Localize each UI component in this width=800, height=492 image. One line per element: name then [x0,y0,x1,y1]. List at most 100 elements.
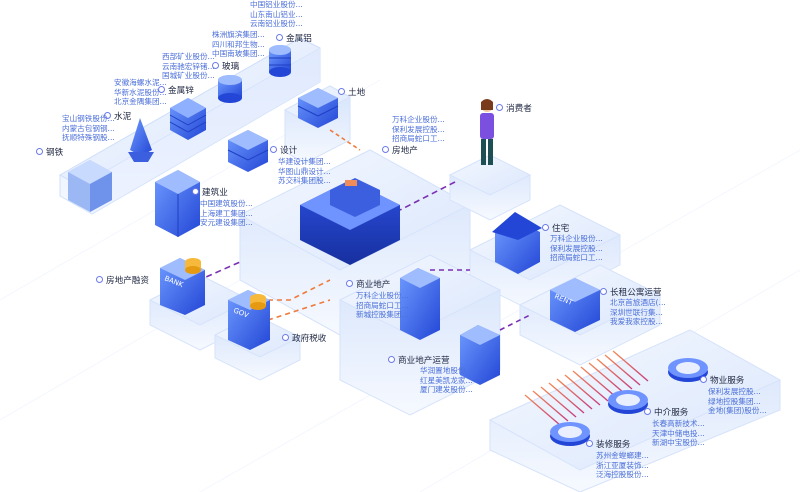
rental-entry: 深圳世联行集... [610,307,663,317]
construction-building [155,170,200,237]
commops-entry: 厦门建发股份... [420,385,473,395]
construction-entry: 上海建工集团... [200,208,253,218]
commercial-entry: 招商局蛇口工... [356,300,409,310]
housing-entries: 万科企业股份... 保利发展控股... 招商局蛇口工... [550,234,603,263]
realestate-building [300,178,400,265]
aluminum-title[interactable]: 金属铝 [276,34,312,45]
agency-disc [608,390,648,414]
rental-entries: 北京首旅酒店(... 深圳世联行集... 我爱我家控股... [610,298,666,327]
glass-entries: 株洲旗滨集团... 四川和邦生物... 中国南玻集团... [212,30,265,59]
realestate-title[interactable]: 房地产 [382,146,418,157]
cement-title[interactable]: 水泥 [104,112,131,123]
property-disc [668,358,708,382]
consumer-figure [480,99,494,165]
zinc-stack [169,98,207,140]
commops-entry: 华润置地股份... [420,366,473,375]
aluminum-entry: 云南铝业股份... [250,19,303,29]
land-title[interactable]: 土地 [338,88,365,99]
glass-title[interactable]: 玻璃 [212,62,239,73]
commercial-building [400,268,440,340]
zinc-entries: 西部矿业股份... 云南驰宏锌锗... 国城矿业股份... [162,52,215,81]
zinc-entry: 云南驰宏锌锗... [162,61,215,71]
steel-entry: 抚顺特殊钢股... [62,133,115,143]
rental-building [550,278,600,332]
property-title[interactable]: 物业服务 [700,376,744,387]
zinc-entry: 西部矿业股份... [162,52,215,61]
design-entries: 华建设计集团... 华图山鼎设计... 苏交科集团股... [278,157,331,186]
commercial-entry: 新城控股集团... [356,310,409,320]
construction-entries: 中国建筑股份... 上海建工集团... 安元建设集团... [200,199,253,228]
housing-entry: 万科企业股份... [550,234,603,243]
gov-building [228,290,270,350]
commercial-title[interactable]: 商业地产 [346,280,390,291]
zinc-entry: 国城矿业股份... [162,71,215,81]
property-entry: 绿地控股集团... [708,396,761,406]
cement-entry: 北京金隅集团... [114,97,167,107]
consumer-platform [448,154,532,221]
bank-building [160,258,205,315]
construction-title[interactable]: 建筑业 [192,188,228,199]
design-title[interactable]: 设计 [270,146,297,157]
commops-title[interactable]: 商业地产运营 [388,356,450,367]
agency-entries: 长春高新技术... 天津中储电投... 新湖中宝股份... [652,419,705,448]
zinc-title[interactable]: 金属锌 [158,86,194,97]
rental-title[interactable]: 长租公寓运营 [600,288,662,299]
consumer-title[interactable]: 消费者 [496,104,532,115]
rental-entry: 北京首旅酒店(... [610,298,666,307]
realestate-entry: 招商局蛇口工... [392,134,445,144]
housing-building [492,212,542,274]
agency-title[interactable]: 中介服务 [644,408,688,419]
property-entry: 保利发展控股... [708,387,761,396]
cement-entries: 安徽海螺水泥... 华新水泥股份... 北京金隅集团... [114,78,167,107]
rail-stripes [524,350,649,426]
commops-entries: 华润置地股份... 红星美凯龙家... 厦门建发股份... [420,366,473,395]
realestate-entry: 万科企业股份... [392,115,445,124]
housing-title[interactable]: 住宅 [542,224,569,235]
cement-entry: 安徽海螺水泥... [114,78,167,87]
decoration-entry: 浙江亚厦装饰... [596,460,649,470]
steel-entry: 宝山钢铁股份... [62,114,115,123]
tax-title[interactable]: 政府税收 [282,334,326,345]
aluminum-entries: 中国铝业股份... 山东南山铝业... 云南铝业股份... [250,0,303,29]
glass-entry: 株洲旗滨集团... [212,30,265,39]
construction-entry: 中国建筑股份... [200,199,253,208]
decoration-title[interactable]: 装修服务 [586,440,630,451]
decoration-disc [550,422,590,446]
commercial-entries: 万科企业股份... 招商局蛇口工... 新城控股集团... [356,291,409,320]
glass-entry: 四川和邦生物... [212,39,265,49]
cement-cone [128,118,154,162]
aluminum-entry: 中国铝业股份... [250,0,303,9]
finance-title[interactable]: 房地产融资 [96,276,149,287]
steel-title[interactable]: 钢铁 [36,148,63,159]
steel-entries: 宝山钢铁股份... 内蒙古包钢钢... 抚顺特殊钢股... [62,114,115,143]
cement-entry: 华新水泥股份... [114,87,167,97]
steel-entry: 内蒙古包钢钢... [62,123,115,133]
aluminum-cylinders [269,45,291,77]
design-entry: 华图山鼎设计... [278,166,331,176]
construction-entry: 安元建设集团... [200,218,253,228]
glass-entry: 中国南玻集团... [212,49,265,59]
glass-cylinders [218,75,242,103]
commops-entry: 红星美凯龙家... [420,375,473,385]
commops-building [460,325,500,385]
agency-entry: 天津中储电投... [652,428,705,438]
commercial-entry: 万科企业股份... [356,291,409,300]
housing-entry: 保利发展控股... [550,243,603,253]
property-entries: 保利发展控股... 绿地控股集团... 金地(集团)股份... [708,387,767,416]
realestate-entry: 保利发展控股... [392,124,445,134]
housing-entry: 招商局蛇口工... [550,253,603,263]
rental-entry: 我爱我家控股... [610,317,663,327]
land-block [297,88,339,128]
design-entry: 华建设计集团... [278,157,331,166]
aluminum-entry: 山东南山铝业... [250,9,303,19]
decoration-entry: 苏州金螳螂建... [596,451,649,460]
property-entry: 金地(集团)股份... [708,406,767,416]
decoration-entry: 泛海控股股份... [596,470,649,480]
design-blocks [227,130,269,172]
realestate-entries: 万科企业股份... 保利发展控股... 招商局蛇口工... [392,115,445,144]
steel-block [68,160,112,212]
agency-entry: 长春高新技术... [652,419,705,428]
agency-entry: 新湖中宝股份... [652,438,705,448]
